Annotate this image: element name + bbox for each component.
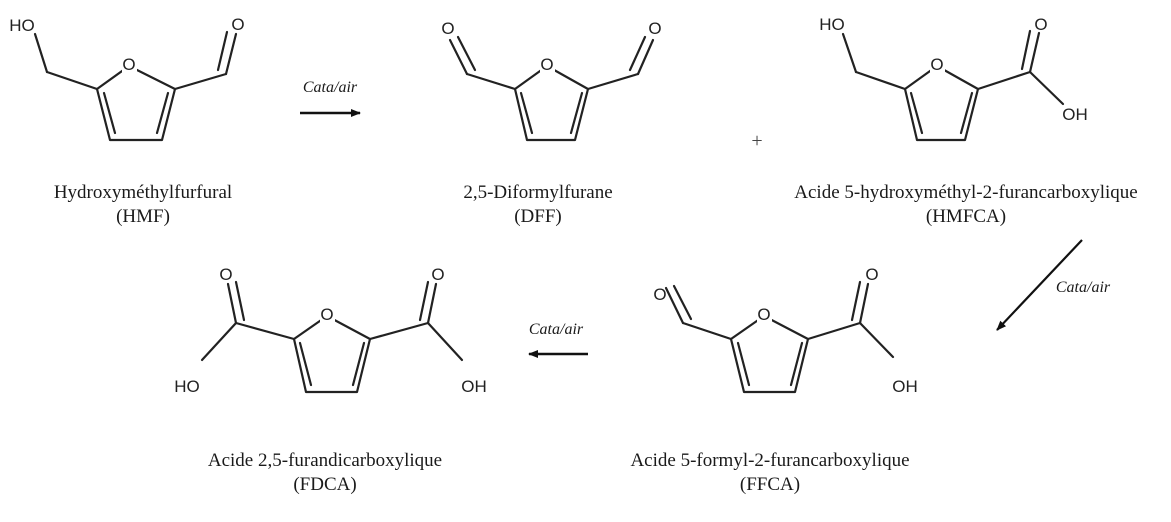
ffca-cho-bond <box>681 321 733 341</box>
arrow1-condition: Cata/air <box>303 79 358 96</box>
hmfca-carbonyl-oxygen: O <box>1034 15 1047 34</box>
hmfca-abbreviation: (HMFCA) <box>926 206 1006 227</box>
hmf-ring-double-bond-right <box>155 91 170 135</box>
hmfca-oh-bond <box>841 32 858 74</box>
hmf-furan-ring <box>95 64 177 142</box>
hmfca-acid-hydroxyl: OH <box>1062 105 1088 124</box>
dff-right-aldehyde-oxygen: O <box>648 19 661 38</box>
dff-left-co-bond <box>448 38 469 76</box>
ffca-co-double-bond <box>672 284 693 321</box>
hmfca-furan-ring <box>903 64 980 142</box>
hmfca-co-double-bond <box>1020 29 1032 71</box>
hmf-ring-oxygen: O <box>122 55 135 74</box>
dff-left-cho-bond <box>465 72 517 91</box>
hmf-oh-bond <box>33 32 49 74</box>
hmfca-hydroxyl-label: HO <box>819 15 845 34</box>
reaction-arrow-2 <box>996 239 1083 331</box>
fdca-left-c-o-double-bond <box>234 280 246 322</box>
hmfca-ring-oxygen: O <box>930 55 943 74</box>
fdca-ring-double-bond-left <box>298 341 313 387</box>
hmfca-co-bond <box>1028 31 1041 74</box>
hmf-co-bond <box>224 32 238 76</box>
arrow2-condition: Cata/air <box>1056 279 1111 296</box>
dff-left-co-double-bond <box>456 35 477 72</box>
dff-furan-ring <box>513 64 590 142</box>
hmf-ch2-bond <box>45 70 99 91</box>
ffca-name: Acide 5-formyl-2-furancarboxylique <box>630 450 909 471</box>
fdca-ring-oxygen: O <box>320 305 333 324</box>
dff-left-aldehyde-oxygen: O <box>441 19 454 38</box>
ffca-c-o-bond <box>858 282 870 325</box>
ffca-abbreviation: (FFCA) <box>740 474 800 495</box>
dff-ring-double-bond-left <box>519 91 534 135</box>
fdca-right-c-o-bond <box>426 282 438 325</box>
ffca-ring-double-bond-right <box>789 341 804 387</box>
dff-ring-oxygen: O <box>540 55 553 74</box>
molecule-fdca: O O O HO OH <box>174 265 487 396</box>
fdca-right-hydroxyl: OH <box>461 377 487 396</box>
ffca-furan-ring <box>729 314 810 394</box>
fdca-right-cooh-bond <box>368 321 430 341</box>
fdca-right-carbonyl-oxygen: O <box>431 265 444 284</box>
ffca-ring-oxygen: O <box>757 305 770 324</box>
dff-right-cho-bond <box>586 72 640 91</box>
fdca-left-c-o-bond <box>226 282 238 325</box>
fdca-left-carbonyl-oxygen: O <box>219 265 232 284</box>
plus-sign: + <box>751 130 762 152</box>
hmfca-c-oh-bond <box>1028 70 1065 106</box>
fdca-ring-double-bond-right <box>351 341 366 387</box>
molecule-hmfca: O HO O OH <box>819 15 1088 142</box>
dff-right-co-double-bond <box>628 35 647 72</box>
dff-ring-double-bond-right <box>569 91 584 135</box>
hmf-hydroxyl-label: HO <box>9 16 35 35</box>
fdca-right-c-o-double-bond <box>418 280 430 322</box>
hmfca-ring-double-bond-right <box>959 91 974 135</box>
molecule-hmf: O HO O <box>9 15 245 142</box>
fdca-left-c-oh-bond <box>200 321 238 362</box>
dff-abbreviation: (DFF) <box>514 206 562 227</box>
fdca-left-cooh-bond <box>234 321 296 341</box>
ffca-ring-double-bond-left <box>736 341 751 387</box>
arrow3-condition: Cata/air <box>529 321 584 338</box>
ffca-carbonyl-oxygen: O <box>865 265 878 284</box>
fdca-furan-ring <box>292 314 372 394</box>
ffca-cooh-bond <box>806 321 862 341</box>
ffca-acid-hydroxyl: OH <box>892 377 918 396</box>
hmfca-ring-double-bond-left <box>909 91 924 135</box>
ffca-aldehyde-oxygen: O <box>653 285 666 304</box>
hmf-cho-bond <box>173 72 228 91</box>
fdca-right-c-oh-bond <box>426 321 464 362</box>
fdca-name: Acide 2,5-furandicarboxylique <box>208 450 442 471</box>
hmf-aldehyde-oxygen: O <box>231 15 244 34</box>
hmfca-ch2-bond <box>854 70 907 91</box>
molecule-ffca: O O O OH <box>653 265 917 396</box>
ffca-c-oh-bond <box>858 321 895 359</box>
fdca-abbreviation: (FDCA) <box>293 474 356 495</box>
hmf-co-double-bond <box>216 30 229 72</box>
hmfca-name: Acide 5-hydroxyméthyl-2-furancarboxyliqu… <box>794 182 1137 203</box>
fdca-left-hydroxyl: HO <box>174 377 200 396</box>
hmf-ring-double-bond-left <box>102 91 117 135</box>
hmfca-cooh-bond <box>976 70 1032 91</box>
ffca-co-bond <box>664 286 685 325</box>
dff-name: 2,5-Diformylfurane <box>463 182 612 203</box>
ffca-c-o-double-bond <box>850 280 862 322</box>
hmf-name: Hydroxyméthylfurfural <box>54 182 232 203</box>
hmf-abbreviation: (HMF) <box>116 206 170 227</box>
molecule-dff: O O O <box>441 19 662 142</box>
dff-right-co-bond <box>636 38 655 76</box>
